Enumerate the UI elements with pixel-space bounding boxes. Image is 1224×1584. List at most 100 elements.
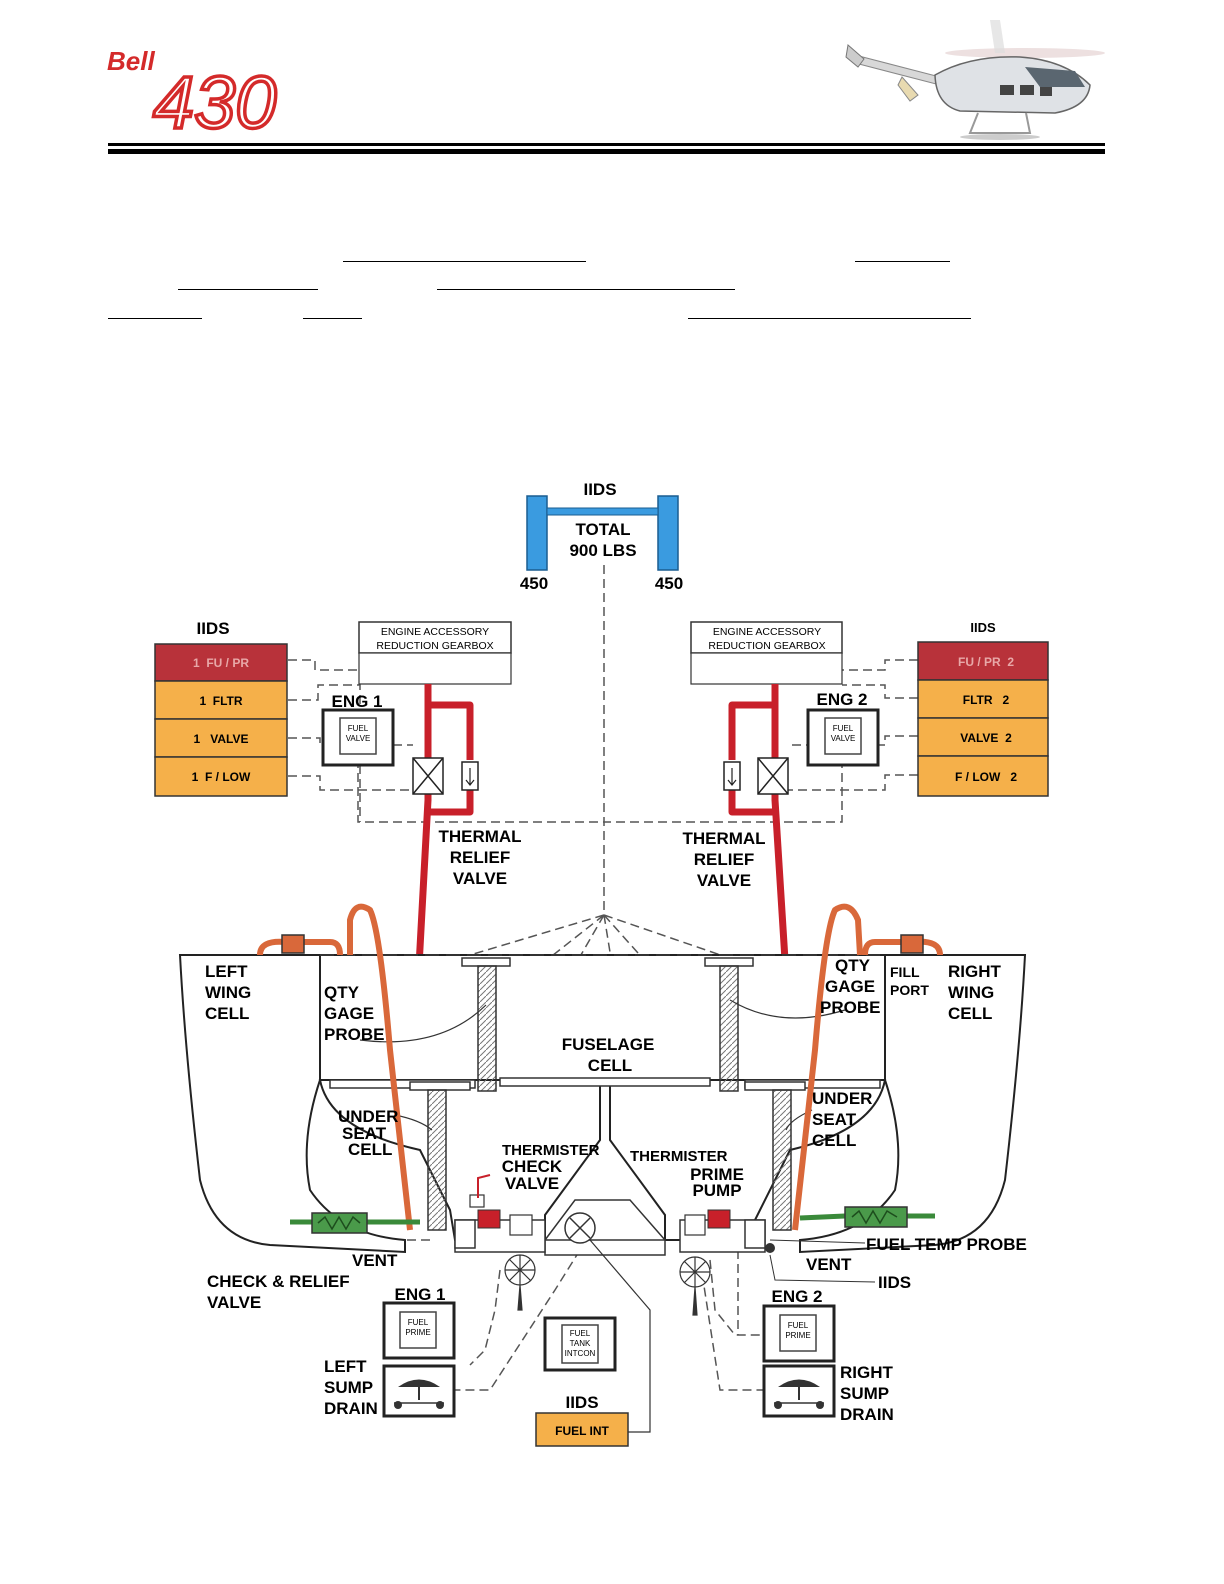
blank-line — [343, 261, 586, 262]
svg-text:ENGINE ACCESSORY: ENGINE ACCESSORY — [381, 626, 489, 638]
svg-text:SUMP: SUMP — [324, 1378, 373, 1397]
right-shutoff-valve — [757, 757, 789, 795]
svg-text:UNDER: UNDER — [812, 1089, 872, 1108]
right-fill-port — [900, 934, 924, 954]
vent-lines — [257, 903, 943, 1231]
caution-valve-2 — [917, 717, 1049, 757]
svg-text:VALVE: VALVE — [207, 1293, 261, 1312]
svg-text:TANK: TANK — [570, 1339, 591, 1348]
svg-text:VALVE: VALVE — [697, 871, 751, 890]
svg-text:FU / PR 2: FU / PR 2 — [958, 655, 1014, 669]
svg-text:LEFT: LEFT — [205, 962, 248, 981]
label-pointers — [359, 999, 846, 1131]
right-sump-valve — [679, 1256, 711, 1316]
svg-text:ENG 2: ENG 2 — [771, 1287, 822, 1306]
svg-text:VENT: VENT — [352, 1251, 398, 1270]
blank-line — [303, 318, 362, 319]
svg-text:ENG 1: ENG 1 — [331, 692, 382, 711]
svg-text:REDUCTION GEARBOX: REDUCTION GEARBOX — [708, 640, 825, 652]
eng2-fuel-valve-switch[interactable]: ENG 2 FUEL VALVE — [806, 690, 880, 767]
bell-430-logo: Bell 430 — [107, 46, 278, 140]
eng2-fuel-prime-switch[interactable]: ENG 2 FUEL PRIME — [762, 1287, 836, 1363]
svg-text:VALVE 2: VALVE 2 — [960, 731, 1012, 745]
check-valve-label: CHECK VALVE — [502, 1157, 563, 1193]
svg-text:GAGE: GAGE — [324, 1004, 374, 1023]
iids-left-value: 450 — [520, 574, 548, 593]
left-iids-panel: IIDS 1 FU / PR 1 FLTR 1 VALVE 1 F / LOW — [154, 619, 288, 797]
svg-text:PRIME: PRIME — [785, 1331, 810, 1340]
svg-text:CELL: CELL — [205, 1004, 249, 1023]
svg-text:INTCON: INTCON — [565, 1349, 596, 1358]
svg-text:PROBE: PROBE — [820, 998, 880, 1017]
svg-text:DRAIN: DRAIN — [840, 1405, 894, 1424]
svg-text:VALVE: VALVE — [453, 869, 507, 888]
right-wing-cell — [799, 954, 1027, 1254]
svg-text:RIGHT: RIGHT — [840, 1363, 894, 1382]
svg-text:FILL: FILL — [890, 964, 920, 980]
caution-valve-1 — [154, 718, 288, 758]
eng1-fuel-prime-switch[interactable]: ENG 1 FUEL PRIME — [382, 1285, 456, 1360]
iids-total-gauge: IIDS TOTAL 900 LBS 450 450 — [520, 480, 683, 593]
component-labels: THERMISTER THERMISTER — [502, 1142, 728, 1165]
thermal-relief-label-right: THERMAL RELIEF VALVE — [682, 829, 765, 890]
svg-text:FUSELAGE: FUSELAGE — [562, 1035, 655, 1054]
left-shutoff-valve — [412, 757, 444, 795]
svg-text:FUEL: FUEL — [348, 724, 369, 733]
helicopter-image — [845, 20, 1105, 140]
logo-brand-text: Bell — [107, 46, 155, 76]
left-crossover-filter — [311, 1212, 368, 1234]
left-sump-valve — [504, 1254, 536, 1311]
svg-text:1 FU / PR: 1 FU / PR — [193, 656, 249, 670]
right-fuel-bar — [657, 495, 679, 571]
svg-text:GAGE: GAGE — [825, 977, 875, 996]
svg-text:THERMISTER: THERMISTER — [630, 1148, 728, 1165]
left-pump-assembly — [454, 1194, 546, 1253]
svg-text:1 F / LOW: 1 F / LOW — [192, 770, 251, 784]
svg-text:THERMISTER: THERMISTER — [502, 1142, 600, 1159]
fuel-int-caution: IIDS FUEL INT — [535, 1239, 651, 1447]
thermal-relief-label-left: THERMAL RELIEF VALVE — [438, 827, 521, 888]
svg-text:PORT: PORT — [890, 982, 929, 998]
blank-line — [855, 261, 950, 262]
svg-text:ENG 2: ENG 2 — [816, 690, 867, 709]
left-qty-probe — [461, 957, 511, 1092]
svg-text:CHECK: CHECK — [502, 1157, 563, 1176]
left-wing-cell — [178, 954, 406, 1254]
svg-text:ENGINE ACCESSORY: ENGINE ACCESSORY — [713, 626, 821, 638]
iids-total-label: TOTAL — [575, 520, 630, 539]
caution-f-low-2 — [917, 755, 1049, 797]
svg-text:VALVE: VALVE — [505, 1174, 559, 1193]
svg-text:RIGHT: RIGHT — [948, 962, 1002, 981]
svg-text:DRAIN: DRAIN — [324, 1399, 378, 1418]
left-panel-title: IIDS — [196, 619, 229, 638]
left-fill-cap — [281, 934, 305, 954]
blank-line — [437, 289, 735, 290]
svg-text:QTY: QTY — [324, 983, 360, 1002]
caution-f-low-1 — [154, 756, 288, 797]
fuel-tank-intcon-switch[interactable]: FUEL TANK INTCON — [543, 1316, 617, 1372]
eng1-fuel-valve-switch[interactable]: ENG 1 FUEL VALVE — [321, 692, 395, 767]
svg-text:F / LOW 2: F / LOW 2 — [955, 770, 1017, 784]
logo-model-text: 430 — [153, 61, 276, 140]
svg-text:CHECK & RELIEF: CHECK & RELIEF — [207, 1272, 350, 1291]
left-sump-drain-switch[interactable] — [382, 1364, 456, 1418]
left-underseat-probe — [409, 1081, 471, 1231]
svg-text:ENG 1: ENG 1 — [394, 1285, 445, 1304]
svg-text:UNDER: UNDER — [338, 1107, 398, 1126]
svg-text:SEAT: SEAT — [812, 1110, 857, 1129]
svg-text:FUEL: FUEL — [408, 1318, 429, 1327]
right-pump-assembly — [679, 1209, 775, 1253]
left-fuel-bar — [526, 495, 548, 571]
right-sump-drain-switch[interactable] — [762, 1364, 836, 1418]
blank-line — [178, 289, 318, 290]
right-underseat-cell — [609, 1079, 887, 1241]
svg-text:PRIME: PRIME — [405, 1328, 430, 1337]
blank-line — [688, 318, 971, 319]
svg-text:FUEL: FUEL — [788, 1321, 809, 1330]
tank-labels: LEFT WING CELL RIGHT WING CELL QTY GAGE … — [205, 956, 1002, 1159]
svg-text:RELIEF: RELIEF — [450, 848, 510, 867]
svg-text:1 FLTR: 1 FLTR — [199, 694, 242, 708]
svg-text:FUEL: FUEL — [570, 1329, 591, 1338]
fill-port-label: FILL PORT — [890, 964, 929, 998]
svg-text:PROBE: PROBE — [324, 1025, 384, 1044]
